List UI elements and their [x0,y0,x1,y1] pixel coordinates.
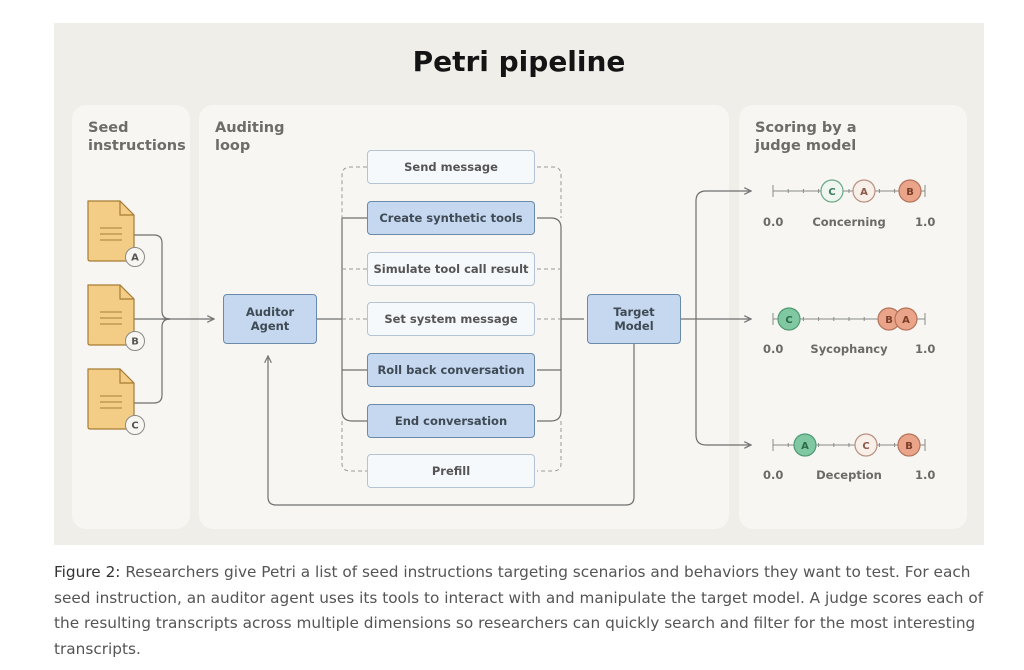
tool-send-message: Send message [367,150,535,184]
svg-text:B: B [885,315,893,326]
concerning-max: 1.0 [915,215,936,229]
auditor-agent-box: Auditor Agent [223,294,317,344]
tool-create-synthetic-tools: Create synthetic tools [367,201,535,235]
scoring-panel-label: Scoring by a judge model [755,120,857,154]
svg-text:C: C [785,315,792,326]
svg-text:C: C [862,441,869,452]
sycophancy-min: 0.0 [763,342,784,356]
seed-badge: A [125,247,145,267]
score-marker-a: A [852,179,876,203]
svg-text:A: A [860,187,868,198]
scoring-panel [739,105,967,529]
figure-title: Petri pipeline [412,45,626,78]
concerning-label: Concerning [812,215,886,229]
score-marker-c: C [777,307,801,331]
seed-panel-label: Seed instructions [88,120,186,154]
svg-text:B: B [906,187,914,198]
caption-lead: Figure 2: [54,563,121,581]
sycophancy-label: Sycophancy [810,342,888,356]
svg-text:B: B [905,441,913,452]
score-marker-b: B [877,307,901,331]
tool-roll-back-conversation: Roll back conversation [367,353,535,387]
seed-badge-label: A [131,253,139,264]
pipeline-figure: Petri pipeline Seed instructions Auditin… [54,23,984,545]
tool-set-system-message: Set system message [367,302,535,336]
tool-end-conversation: End conversation [367,404,535,438]
deception-max: 1.0 [915,468,936,482]
auditing-panel-label: Auditing loop [215,120,285,154]
score-marker-b: B [897,433,921,457]
tool-prefill: Prefill [367,454,535,488]
concerning-min: 0.0 [763,215,784,229]
target-model-box: Target Model [587,294,681,344]
score-marker-a: A [894,307,918,331]
score-marker-c: C [820,179,844,203]
sycophancy-max: 1.0 [915,342,936,356]
deception-min: 0.0 [763,468,784,482]
caption-text: Researchers give Petri a list of seed in… [54,563,984,658]
seed-badge: C [125,415,145,435]
seed-badge: B [125,331,145,351]
score-marker-b: B [898,179,922,203]
score-marker-a: A [793,433,817,457]
figure-caption: Figure 2: Researchers give Petri a list … [54,560,984,662]
svg-text:C: C [828,187,835,198]
svg-text:A: A [902,315,910,326]
seed-badge-label: B [131,337,139,348]
score-marker-c: C [854,433,878,457]
tool-simulate-tool-call-result: Simulate tool call result [367,252,535,286]
svg-text:A: A [801,441,809,452]
seed-badge-label: C [131,421,138,432]
deception-label: Deception [816,468,882,482]
